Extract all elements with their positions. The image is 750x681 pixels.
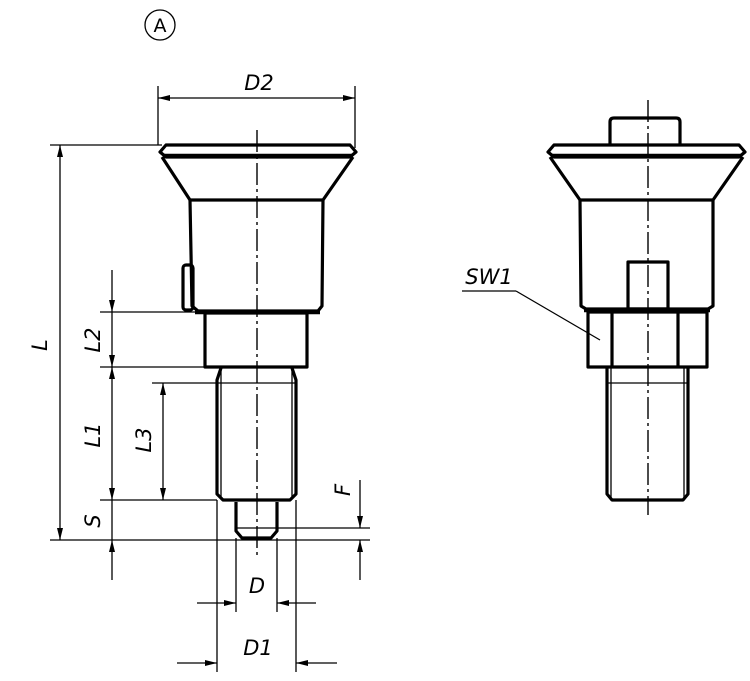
dimension-label-d1: D1: [243, 636, 273, 660]
dimension-label-f: F: [331, 483, 355, 496]
dimension-label-s: S: [81, 514, 105, 527]
dimension-label-sw1: SW1: [465, 265, 512, 289]
dimension-label-d2: D2: [244, 71, 274, 95]
view-marker-label: A: [154, 15, 167, 37]
dimension-label-d: D: [249, 574, 265, 598]
dimension-label-l1: L1: [81, 422, 105, 447]
dimension-lines: [50, 86, 370, 672]
view-marker-a: A: [144, 9, 176, 41]
latch-tab: [181, 263, 195, 312]
dimension-label-l: L: [28, 339, 52, 351]
hex-nut: [203, 311, 309, 369]
dimension-label-l3: L3: [132, 427, 156, 452]
indexing-plunger-front-view: [546, 100, 747, 515]
indexing-plunger-side-view: [158, 130, 358, 555]
dimension-label-l2: L2: [81, 327, 105, 352]
